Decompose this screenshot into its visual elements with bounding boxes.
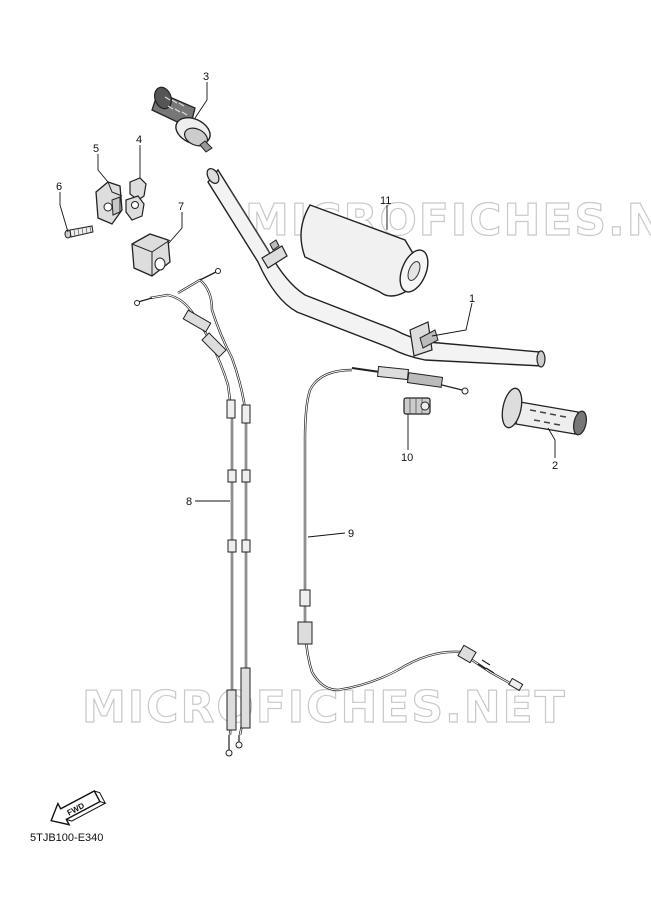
- callout-7: 7: [178, 201, 184, 213]
- throttle-cable-assembly[interactable]: [134, 268, 251, 757]
- callout-2: 2: [552, 460, 558, 472]
- left-grip[interactable]: [499, 387, 588, 436]
- throttle-housing-upper[interactable]: [95, 181, 123, 225]
- fwd-arrow-icon: FWD: [50, 790, 107, 826]
- callout-8: 8: [186, 496, 192, 508]
- handlebar[interactable]: [205, 167, 546, 368]
- diagram-code: 5TJB100-E340: [30, 832, 104, 844]
- handlebar-clamp-right: [409, 321, 439, 357]
- callout-10: 10: [401, 452, 413, 464]
- callout-11: 11: [380, 195, 391, 207]
- callout-1: 1: [469, 293, 475, 305]
- callout-5: 5: [93, 143, 99, 155]
- cable-adjuster[interactable]: [403, 397, 431, 415]
- callout-9: 9: [348, 528, 354, 540]
- grip-holder[interactable]: [131, 233, 171, 277]
- throttle-housing-lower[interactable]: [125, 177, 147, 221]
- callout-6: 6: [56, 181, 62, 193]
- watermark-bottom: MICROFICHES.NET: [82, 682, 567, 733]
- screw[interactable]: [64, 225, 94, 239]
- handlebar-pad[interactable]: [300, 204, 433, 297]
- throttle-grip[interactable]: [151, 85, 215, 153]
- callout-4: 4: [136, 134, 142, 146]
- callout-leaders: [59, 82, 556, 538]
- callout-3: 3: [203, 71, 209, 83]
- handlebar-clamp-left: [261, 239, 288, 269]
- clutch-cable[interactable]: [297, 365, 524, 692]
